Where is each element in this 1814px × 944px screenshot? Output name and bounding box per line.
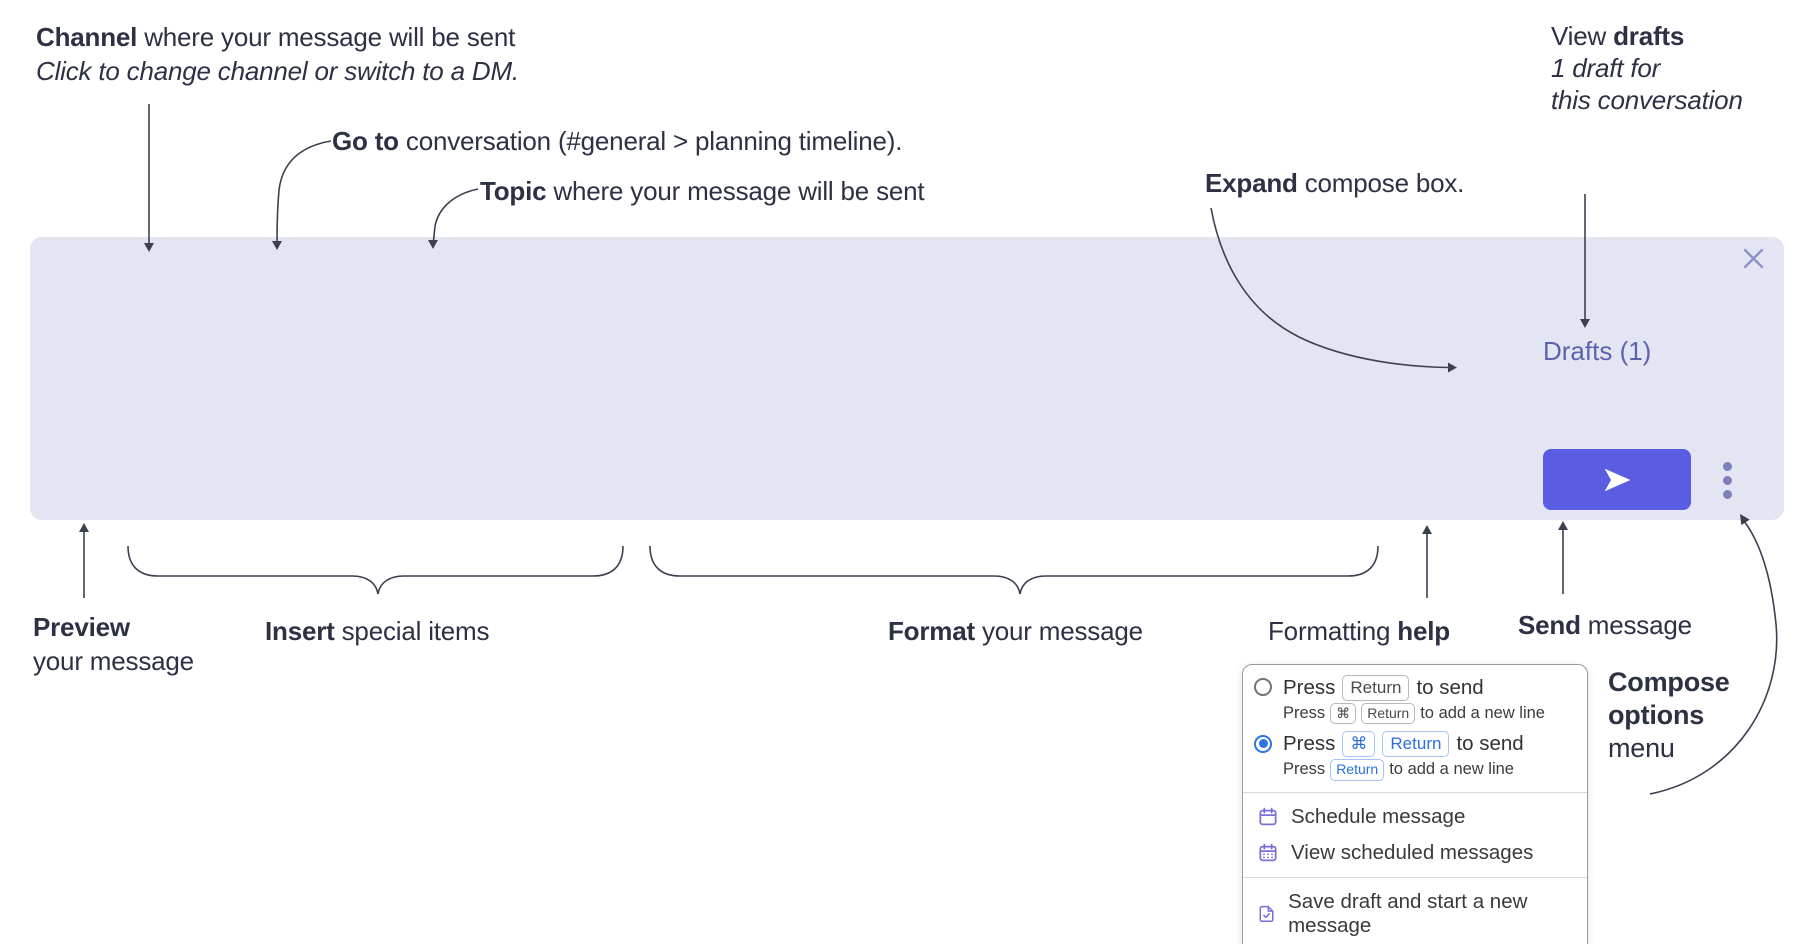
schedule-message-item[interactable]: Schedule message: [1243, 799, 1587, 835]
channel-annotation: Channel where your message will be sent …: [36, 22, 519, 86]
menu-divider: [1243, 791, 1587, 793]
insert-annotation: Insert special items: [265, 616, 490, 646]
compose-options-menu: Press Return to send Press ⌘ Return to a…: [1242, 664, 1588, 944]
kebab-dot: [1722, 461, 1732, 471]
calendar-grid-icon: [1259, 843, 1277, 861]
goto-arrow: [276, 140, 332, 243]
cmd-enter-to-send-option[interactable]: Press ⌘ Return to send: [1243, 729, 1587, 758]
save-draft-item[interactable]: Save draft and start a new message: [1243, 884, 1587, 944]
send-button[interactable]: [1543, 449, 1691, 510]
compose-options-annotation: Compose options menu: [1608, 667, 1730, 763]
compose-options-menu-button[interactable]: [1714, 454, 1740, 506]
close-icon: [1743, 248, 1763, 268]
view-drafts-annotation: View drafts 1 draft for this conversatio…: [1551, 21, 1743, 115]
topic-annotation: Topic where your message will be sent: [480, 176, 925, 206]
topic-arrow: [432, 188, 479, 242]
compose-panel: [30, 237, 1784, 520]
send-annotation: Send message: [1518, 610, 1692, 640]
formatting-help-annotation: Formatting help: [1268, 616, 1450, 646]
draft-document-check-icon: [1259, 905, 1274, 922]
format-brace: [649, 545, 1379, 595]
view-scheduled-messages-item[interactable]: View scheduled messages: [1243, 835, 1587, 871]
kebab-dot: [1722, 475, 1732, 485]
enter-to-send-option[interactable]: Press Return to send: [1243, 673, 1587, 702]
insert-brace: [127, 545, 624, 595]
cmd-key: ⌘: [1342, 731, 1376, 758]
format-annotation: Format your message: [888, 616, 1143, 646]
radio-unselected-icon[interactable]: [1254, 678, 1272, 697]
return-key: Return: [1361, 702, 1416, 725]
menu-divider: [1243, 876, 1587, 878]
cmd-enter-to-send-subtext: Press Return to add a new line: [1243, 758, 1587, 786]
goto-annotation: Go to conversation (#general > planning …: [332, 126, 903, 156]
arrowhead: [1422, 525, 1432, 534]
radio-selected-icon[interactable]: [1254, 734, 1272, 753]
drafts-link[interactable]: Drafts (1): [1543, 336, 1652, 366]
arrowhead: [79, 523, 89, 532]
kebab-dot: [1722, 489, 1732, 499]
send-icon: [1604, 468, 1631, 491]
channel-annotation-bold: Channel: [36, 22, 138, 52]
expand-annotation: Expand compose box.: [1205, 168, 1465, 198]
close-compose-button[interactable]: [1739, 244, 1767, 272]
calendar-icon: [1259, 807, 1277, 825]
enter-to-send-subtext: Press ⌘ Return to add a new line: [1243, 702, 1587, 730]
arrowhead: [1558, 521, 1568, 530]
return-key: Return: [1342, 675, 1410, 701]
preview-annotation: Preview your message: [33, 612, 194, 676]
channel-annotation-sub: Click to change channel or switch to a D…: [36, 56, 519, 86]
return-key: Return: [1330, 759, 1385, 781]
cmd-key: ⌘: [1330, 702, 1357, 725]
return-key: Return: [1382, 731, 1450, 758]
